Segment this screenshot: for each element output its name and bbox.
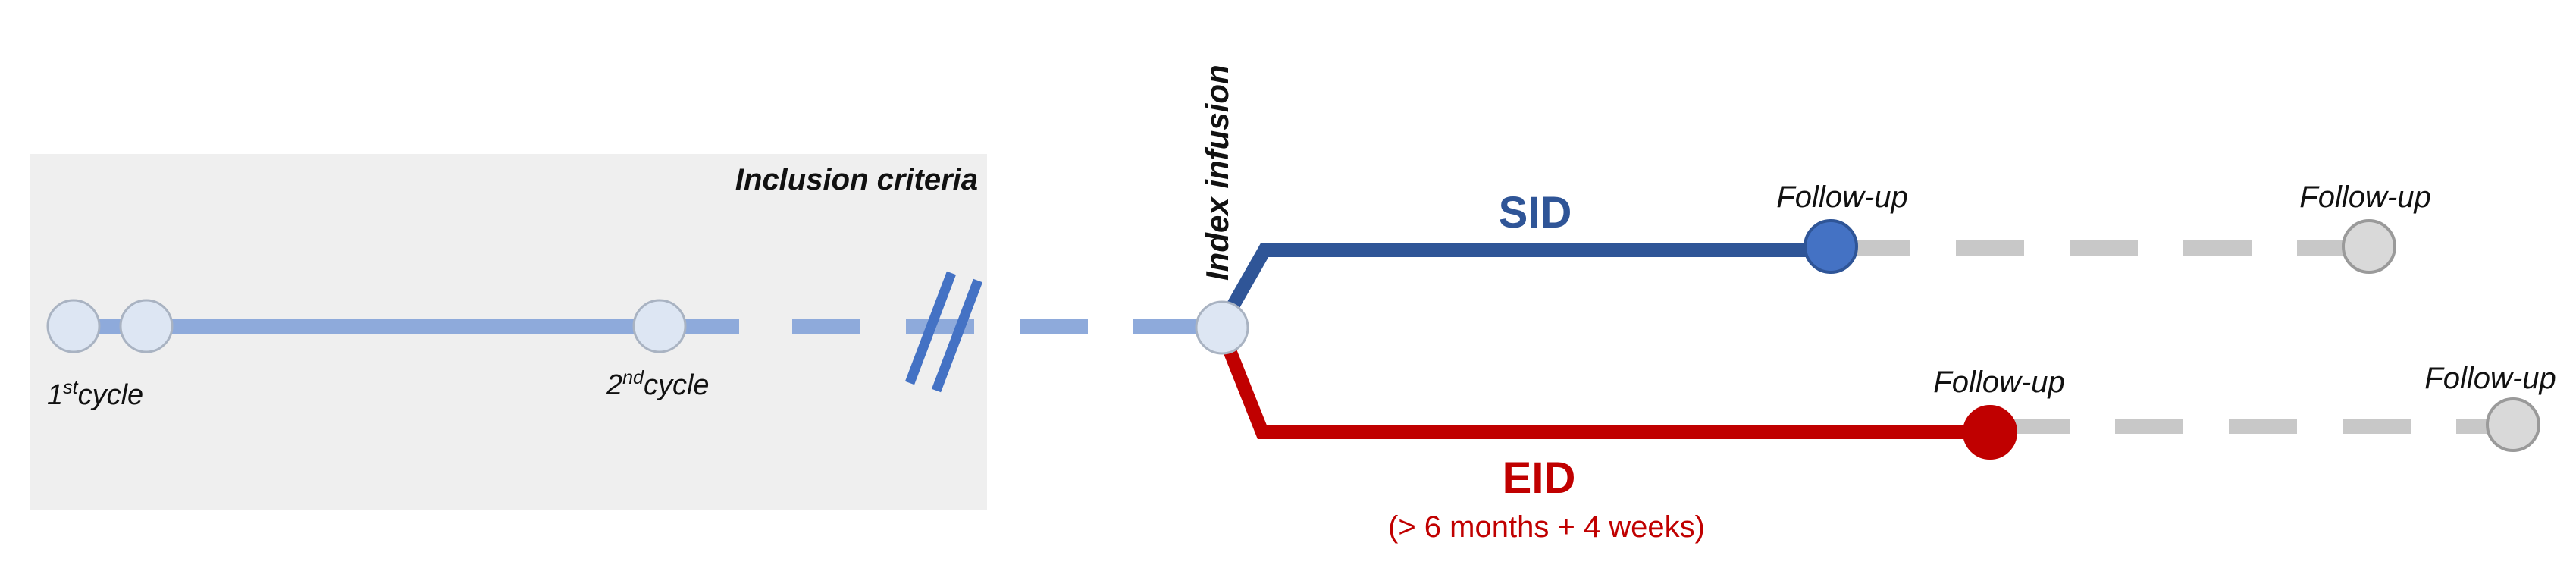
- eid-duration-note: (> 6 months + 4 weeks): [1388, 510, 1705, 544]
- eid-followup-1-label: Follow-up: [1933, 366, 2064, 399]
- eid-followup-1-node: [1963, 405, 2017, 460]
- timeline-break-mark-right: [931, 278, 983, 393]
- inclusion-panel-title: Inclusion criteria: [735, 163, 978, 196]
- sid-arm-line: [1214, 243, 1831, 331]
- eid-followup-2-node: [2486, 397, 2540, 452]
- sid-followup-1-label: Follow-up: [1776, 180, 1907, 214]
- eid-followup-2-label: Follow-up: [2424, 362, 2556, 395]
- sid-arm-label: SID: [1499, 188, 1572, 237]
- eid-arm-label: EID: [1503, 454, 1576, 503]
- cycle-1-node-a: [46, 299, 101, 353]
- cycle-1-label: 1stcycle: [47, 377, 143, 411]
- sid-followup-2-label: Follow-up: [2299, 180, 2430, 214]
- timeline-break-mark-left: [904, 271, 957, 385]
- cycle-2-label: 2ndcycle: [606, 367, 710, 401]
- sid-followup-1-node: [1804, 219, 1858, 274]
- index-infusion-label: Index infusion: [1199, 64, 1235, 281]
- index-infusion-node: [1195, 300, 1249, 355]
- sid-followup-2-node: [2342, 219, 2396, 274]
- eid-arm-line: [1214, 325, 1986, 439]
- cycle-2-node: [632, 299, 687, 353]
- cycle-1-node-b: [119, 299, 174, 353]
